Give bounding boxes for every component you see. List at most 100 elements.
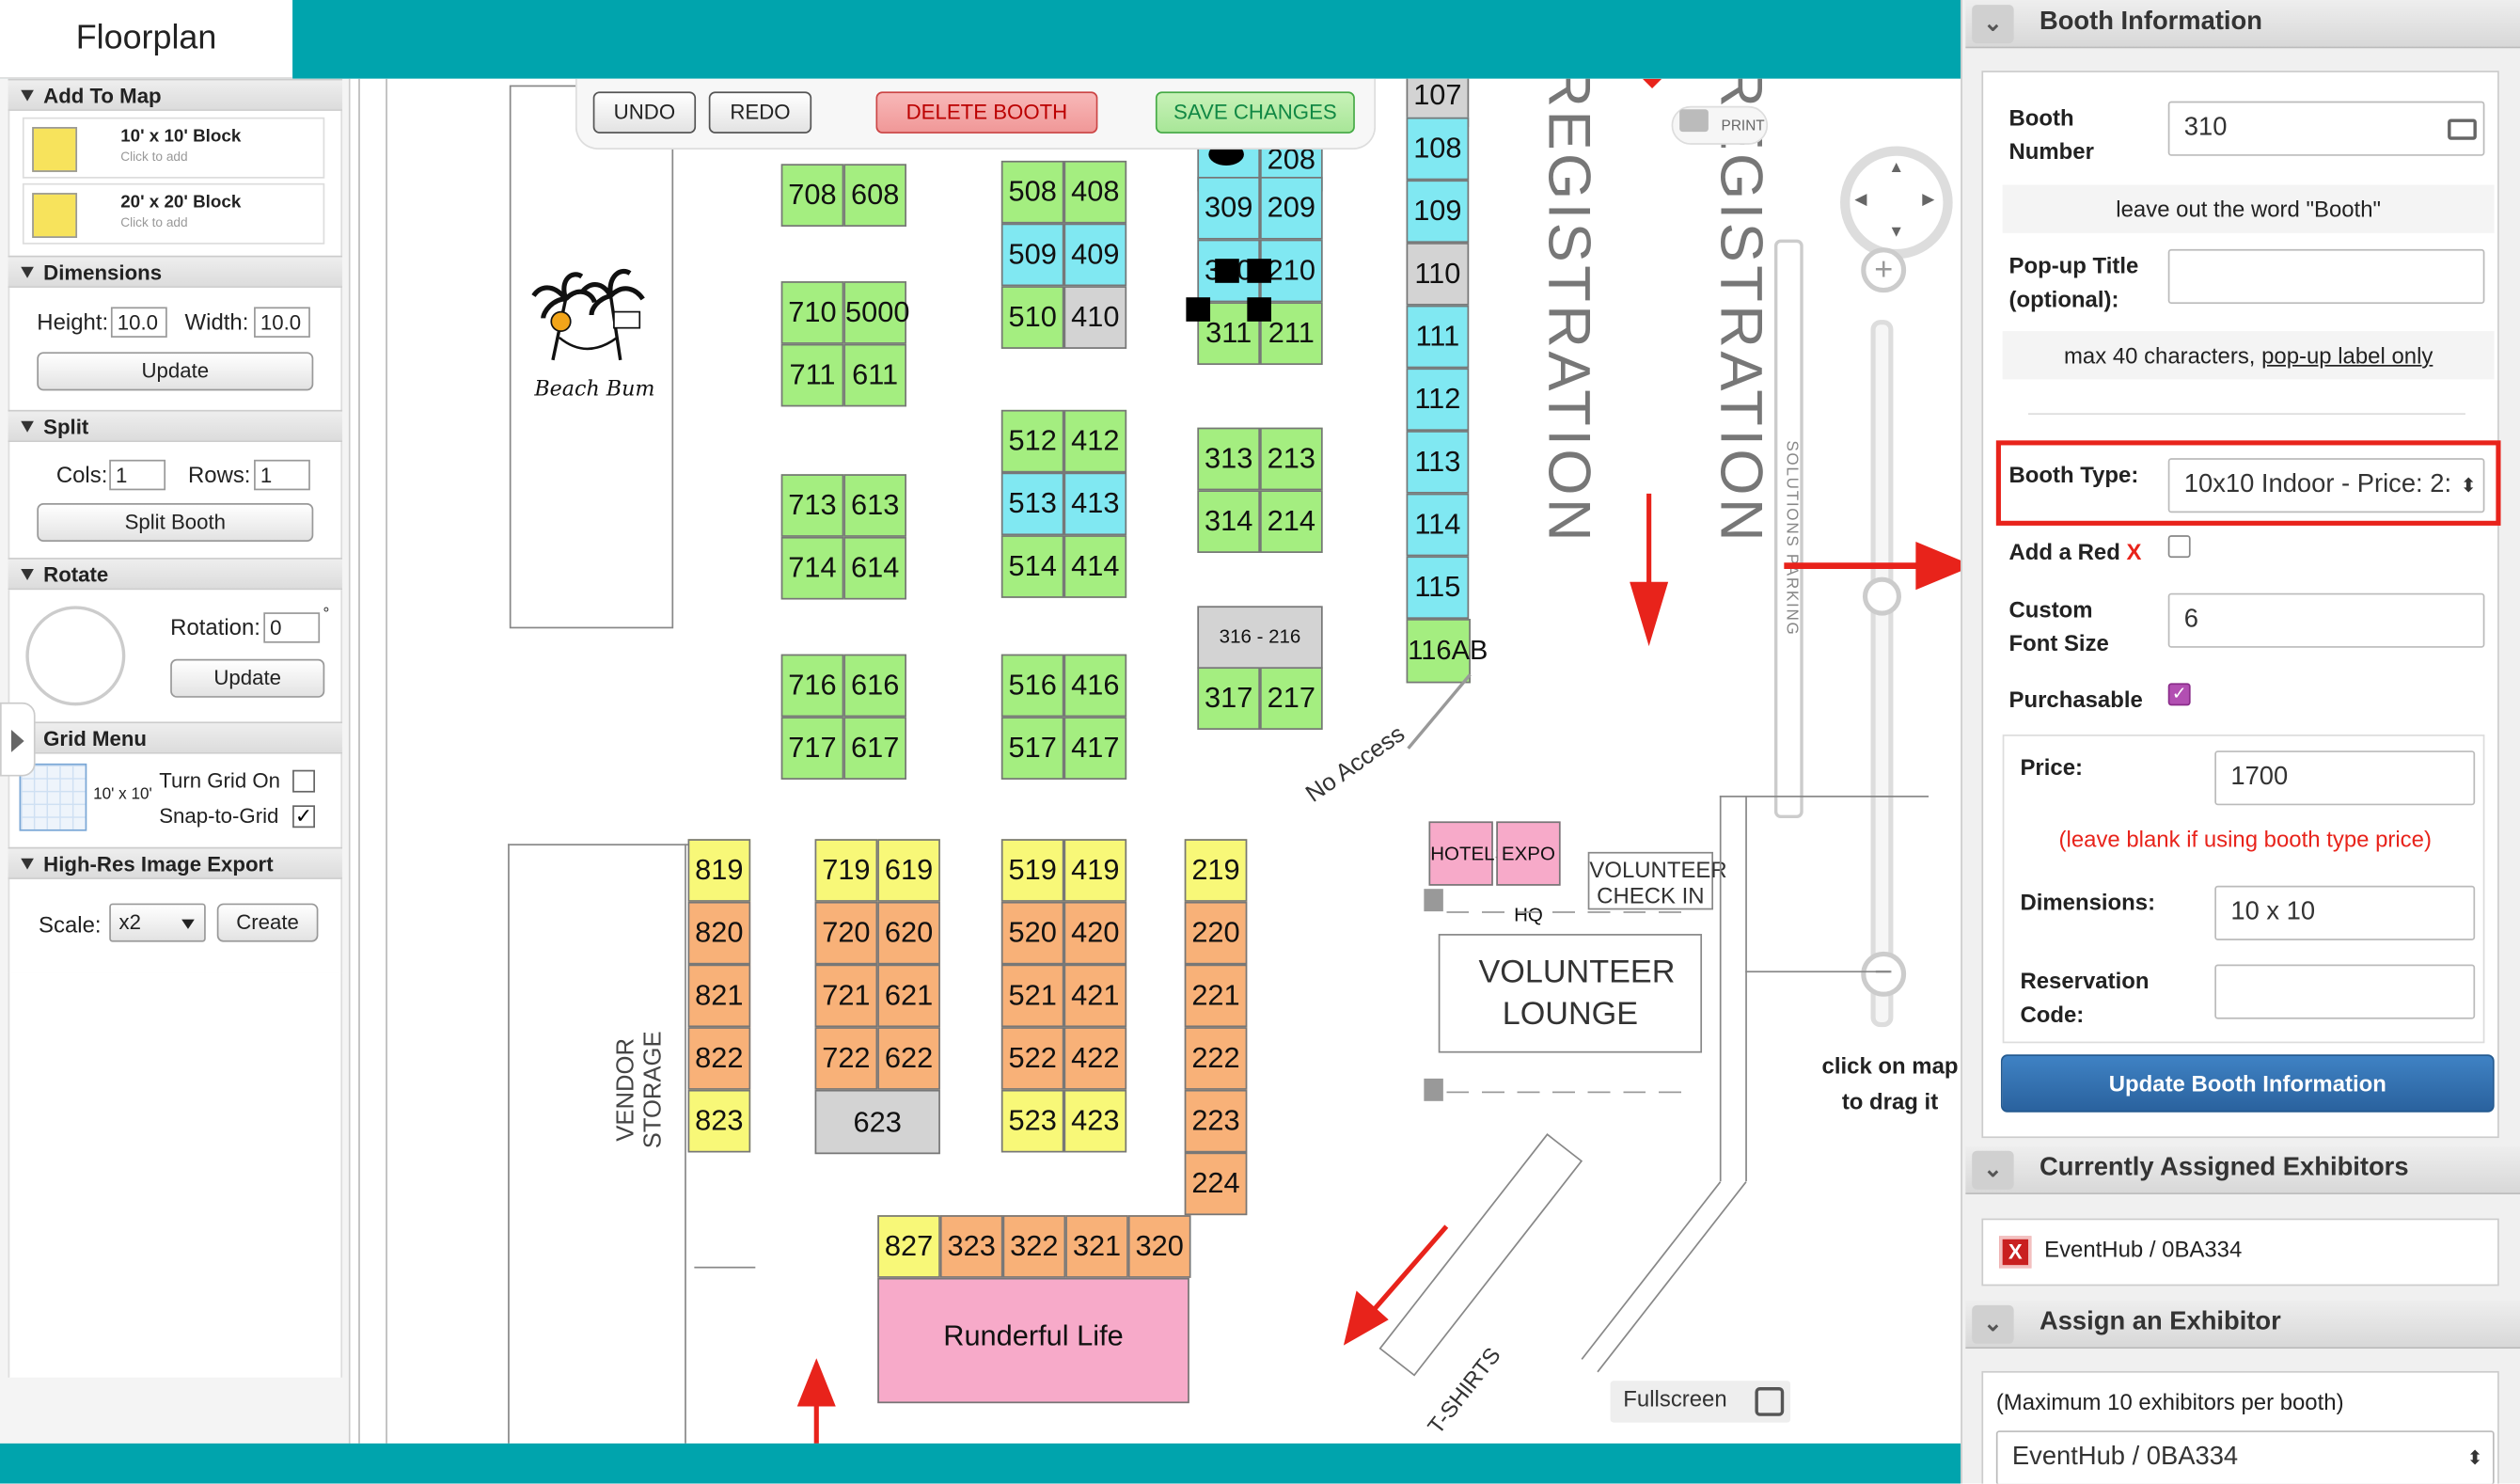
booth[interactable]: 720 [814, 901, 878, 965]
booth[interactable]: 323 [939, 1215, 1003, 1278]
split-header[interactable]: Split [8, 409, 343, 443]
booth[interactable]: 616 [843, 654, 906, 718]
booth[interactable]: 517 [1000, 717, 1064, 780]
dimensions-header[interactable]: Dimensions [8, 255, 343, 288]
rows-input[interactable]: 1 [254, 459, 310, 491]
pan-up-icon[interactable]: ▲ [1888, 159, 1905, 178]
booth[interactable]: 410 [1063, 286, 1127, 349]
resize-handle[interactable] [1247, 297, 1271, 322]
booth[interactable]: 719 [814, 839, 878, 902]
rotation-input[interactable]: 0 [263, 612, 321, 643]
update-booth-button[interactable]: Update Booth Information [2000, 1054, 2495, 1113]
booth[interactable]: 714 [780, 536, 844, 600]
booth[interactable]: 519 [1000, 839, 1064, 902]
pan-left-icon[interactable]: ◀ [1854, 191, 1867, 210]
reservation-code-input[interactable] [2214, 964, 2476, 1019]
purchasable-checkbox[interactable]: ✓ [2167, 683, 2191, 706]
chevron-down-icon[interactable]: ⌄ [1972, 5, 2014, 44]
rotate-header[interactable]: Rotate [8, 558, 343, 591]
split-booth-button[interactable]: Split Booth [37, 502, 314, 543]
zoom-out-icon[interactable]: − [1861, 951, 1907, 997]
booth[interactable]: Runderful Life [877, 1277, 1189, 1404]
booth[interactable]: 608 [843, 164, 906, 227]
zoom-slider[interactable] [1870, 320, 1894, 1028]
red-x-checkbox[interactable] [2167, 535, 2191, 559]
booth[interactable]: 320 [1127, 1215, 1191, 1278]
booth[interactable]: 313 [1197, 427, 1261, 491]
booth[interactable]: 422 [1063, 1027, 1127, 1090]
zoom-track[interactable] [1773, 239, 1803, 818]
booth[interactable]: 314 [1197, 490, 1261, 553]
undo-button[interactable]: UNDO [592, 91, 697, 134]
booth-number-input[interactable]: 310 [2167, 101, 2485, 156]
exhibitor-select[interactable]: EventHub / 0BA334⬍ [1995, 1430, 2495, 1484]
booth[interactable]: 508 [1000, 160, 1064, 224]
delete-booth-button[interactable]: DELETE BOOTH [875, 91, 1098, 134]
booth[interactable]: 414 [1063, 535, 1127, 598]
dimensions-input[interactable]: 10 x 10 [2214, 885, 2476, 940]
booth[interactable]: 210 [1260, 239, 1323, 303]
booth[interactable]: 309 [1197, 177, 1261, 240]
font-size-input[interactable]: 6 [2167, 592, 2485, 648]
snap-to-grid-checkbox[interactable]: ✓ [292, 805, 316, 829]
dimensions-update-button[interactable]: Update [37, 352, 314, 391]
booth[interactable]: 522 [1000, 1027, 1064, 1090]
scale-select[interactable]: x2 [109, 903, 206, 942]
booth[interactable]: 413 [1063, 472, 1127, 536]
booth[interactable]: 510 [1000, 286, 1064, 349]
booth[interactable]: 614 [843, 536, 906, 600]
booth[interactable]: 611 [843, 343, 906, 407]
booth[interactable]: 820 [687, 901, 751, 965]
booth[interactable]: 111 [1406, 305, 1470, 369]
booth[interactable]: 221 [1184, 964, 1248, 1028]
cols-input[interactable]: 1 [109, 459, 166, 491]
rotation-dial[interactable] [25, 606, 126, 706]
assign-exhibitor-header[interactable]: ⌄Assign an Exhibitor [1965, 1300, 2520, 1350]
booth[interactable]: 613 [843, 474, 906, 537]
booth[interactable]: 710 [780, 281, 844, 344]
booth[interactable]: 108 [1406, 117, 1470, 181]
redo-button[interactable]: REDO [708, 91, 812, 134]
fullscreen-button[interactable]: Fullscreen [1610, 1381, 1791, 1423]
rotation-update-button[interactable]: Update [170, 658, 325, 698]
booth[interactable]: 713 [780, 474, 844, 537]
booth[interactable]: 322 [1002, 1215, 1066, 1278]
booth[interactable]: 621 [877, 964, 940, 1028]
booth[interactable]: 521 [1000, 964, 1064, 1028]
booth[interactable]: 5000 [843, 281, 909, 344]
booth[interactable]: 421 [1063, 964, 1127, 1028]
pan-control[interactable]: ▲ ▼ ◀ ▶ [1840, 146, 1953, 260]
add-to-map-header[interactable]: Add To Map [8, 78, 343, 111]
booth[interactable]: 423 [1063, 1089, 1127, 1153]
remove-exhibitor-icon[interactable]: X [1999, 1236, 2032, 1269]
expand-panel-tab[interactable] [0, 702, 36, 777]
resize-handle[interactable] [1186, 297, 1211, 322]
booth[interactable]: 513 [1000, 472, 1064, 536]
booth[interactable]: 512 [1000, 409, 1064, 473]
grid-menu-header[interactable]: Grid Menu [8, 721, 343, 754]
booth[interactable]: EXPO HQ [1496, 821, 1561, 925]
booth[interactable]: 109 [1406, 180, 1470, 244]
booth-type-select[interactable]: 10x10 Indoor - Price: 2:⬍ [2167, 458, 2485, 513]
grid-on-checkbox[interactable] [292, 769, 316, 793]
booth[interactable]: 420 [1063, 901, 1127, 965]
booth[interactable]: 114 [1406, 493, 1470, 557]
booth[interactable]: 409 [1063, 223, 1127, 287]
booth[interactable]: 819 [687, 839, 751, 902]
booth[interactable]: 822 [687, 1027, 751, 1090]
resize-handle[interactable] [1215, 259, 1239, 283]
booth-info-header[interactable]: ⌄Booth Information [1965, 0, 2520, 49]
booth[interactable]: 520 [1000, 901, 1064, 965]
export-header[interactable]: High-Res Image Export [8, 846, 343, 879]
pan-down-icon[interactable]: ▼ [1888, 223, 1905, 242]
zoom-slider-handle[interactable] [1862, 576, 1901, 616]
booth[interactable]: 224 [1184, 1152, 1248, 1216]
booth[interactable]: 110 [1406, 243, 1470, 306]
popup-title-input[interactable] [2167, 248, 2485, 305]
booth[interactable]: 217 [1260, 667, 1323, 730]
booth[interactable]: 509 [1000, 223, 1064, 287]
width-input[interactable]: 10.0 [254, 307, 310, 338]
booth[interactable]: 408 [1063, 160, 1127, 224]
booth[interactable]: HOTELS [1428, 821, 1507, 886]
